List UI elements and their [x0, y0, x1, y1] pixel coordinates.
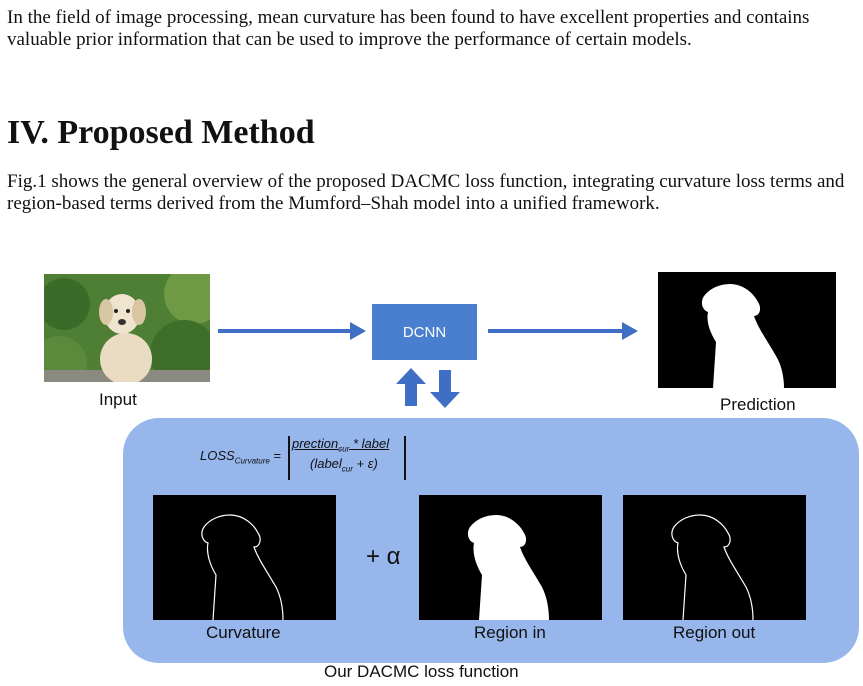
formula-equals: = — [273, 448, 282, 463]
arrow-right-icon — [218, 322, 366, 340]
section-heading: IV. Proposed Method — [7, 114, 315, 151]
curvature-mask — [153, 495, 336, 621]
input-dog-photo — [44, 274, 210, 382]
formula-lhs-sub: Curvature — [234, 456, 270, 466]
region-out-mask — [623, 495, 806, 621]
formula-num-b: * label — [349, 436, 390, 451]
overview-paragraph: Fig.1 shows the general overview of the … — [7, 171, 845, 214]
figure-caption: Our DACMC loss function — [324, 662, 519, 681]
input-label: Input — [99, 390, 137, 409]
formula-lhs: LOSS — [200, 448, 235, 463]
prediction-mask — [658, 272, 836, 388]
formula-num-a: prection — [292, 436, 339, 451]
formula-den-sub: cur — [341, 464, 353, 474]
region-out-label: Region out — [673, 623, 756, 642]
curvature-label: Curvature — [206, 623, 281, 642]
region-in-label: Region in — [474, 623, 546, 642]
formula-den-b: + ε) — [352, 456, 378, 471]
arrow-right-icon — [488, 322, 638, 340]
plus-alpha: + α — [366, 543, 401, 570]
up-down-arrows-icon — [396, 368, 460, 408]
dcnn-box: DCNN — [372, 304, 477, 360]
formula-den-a: (label — [310, 456, 342, 471]
formula-num-sub: cur — [338, 444, 350, 454]
prediction-label: Prediction — [720, 395, 796, 414]
intro-paragraph: In the field of image processing, mean c… — [7, 7, 810, 50]
figure-1: Input DCNN Prediction LOSSCurvature = pr… — [0, 260, 863, 686]
region-in-mask — [419, 495, 602, 620]
